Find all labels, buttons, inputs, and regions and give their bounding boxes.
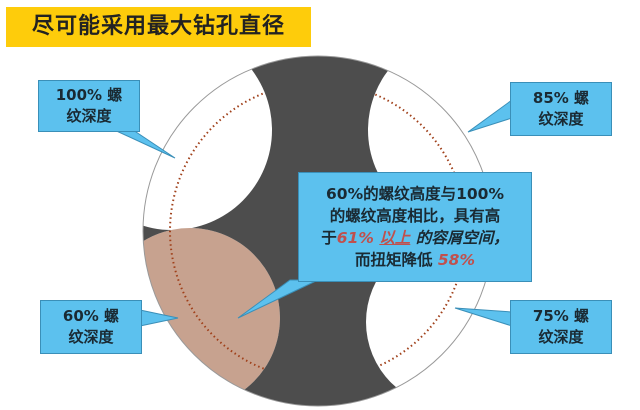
callout-text: 60% 螺 [62,307,120,325]
comparison-line: 而扭矩降低 58% [299,249,531,271]
callout-75-percent: 75% 螺 纹深度 [510,300,612,354]
callout-comparison: 60%的螺纹高度与100% 的螺纹高度相比，具有高 于61% 以上 的容屑空间，… [298,172,532,282]
pointer [109,127,176,159]
callout-text: 纹深度 [538,110,584,128]
callout-text: 75% 螺 [532,307,590,325]
highlight-61: 61% [336,229,374,247]
page-title: 尽可能采用最大钻孔直径 [6,7,311,47]
text: 而扭矩降低 [354,251,438,269]
highlight-58: 58% [437,251,475,269]
text: 的容屑空间， [415,229,509,247]
callout-100-percent: 100% 螺 纹深度 [38,80,140,132]
callout-text: 100% 螺 [55,86,123,104]
comparison-line: 的螺纹高度相比，具有高 [329,207,501,225]
highlight-above: 以上 [379,229,411,247]
callout-85-percent: 85% 螺 纹深度 [510,82,612,136]
pointer [467,99,513,133]
callout-text: 纹深度 [68,328,114,346]
text: 于 [321,229,337,247]
callout-text: 85% 螺 [532,89,590,107]
comparison-line: 于61% 以上 的容屑空间， [299,227,531,249]
callout-60-percent: 60% 螺 纹深度 [40,300,142,354]
callout-text: 纹深度 [66,107,112,125]
comparison-line: 60%的螺纹高度与100% [326,185,504,203]
callout-text: 纹深度 [538,328,584,346]
